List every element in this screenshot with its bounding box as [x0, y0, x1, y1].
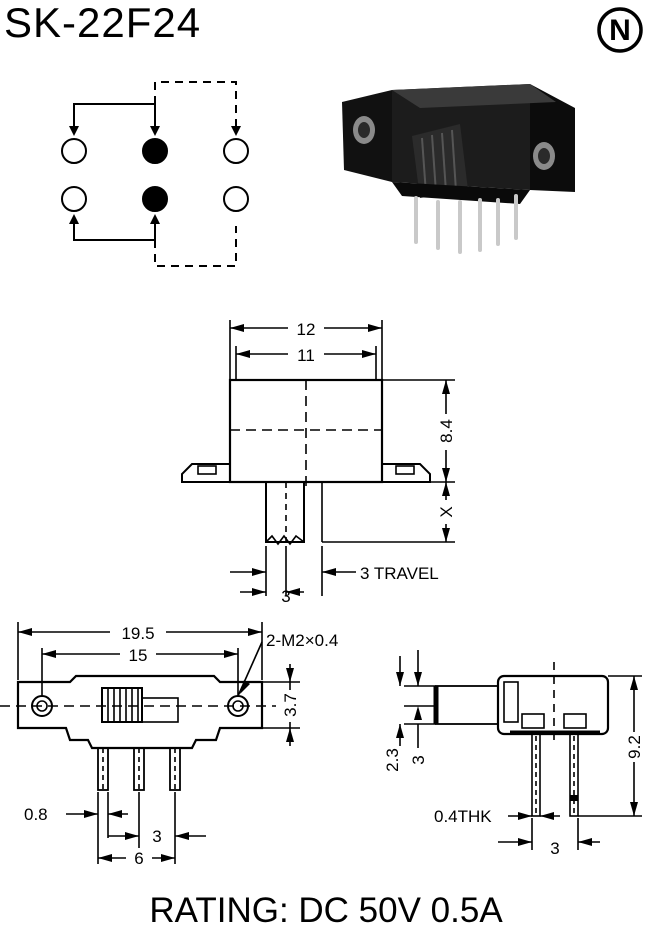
dim-actuator-height: X: [437, 506, 456, 517]
svg-text:N: N: [609, 14, 631, 47]
switch-base: [16, 674, 264, 750]
bottom-view-drawing: 19.5 15 2-M2×0.4 3.7 0.8 3 6: [0, 622, 338, 868]
dim-mount-spacing: 15: [129, 646, 148, 665]
front-view-drawing: 12 11 8.4 X 3 3 TRAVEL: [181, 318, 456, 606]
dim-offset-a: 2.3: [383, 748, 402, 772]
side-view-drawing: 2.3 3 9.2 0.4THK 3: [383, 650, 644, 858]
screw-spec-label: 2-M2×0.4: [266, 631, 338, 650]
bracket-top-solid: [73, 103, 156, 128]
bracket-bottom-dashed: [154, 226, 237, 267]
bracket-top-dashed: [154, 81, 237, 128]
contact-6: [223, 186, 249, 212]
dim-pin-thickness: 0.4THK: [434, 807, 492, 826]
dim-width-inner: 11: [297, 346, 315, 365]
contact-5: [223, 138, 249, 164]
contact-1: [61, 138, 87, 164]
dim-offset-b: 3: [409, 755, 428, 764]
dim-body-height: 3.7: [281, 693, 300, 717]
dim-actuator-width: 3: [281, 587, 290, 606]
dim-body-height: 8.4: [437, 419, 456, 443]
common-contact-bottom: [142, 186, 168, 212]
dim-width-outer: 12: [297, 320, 316, 339]
dim-pin-width: 0.8: [24, 805, 48, 824]
n-circle-logo: N: [597, 7, 643, 53]
dim-overall-length: 19.5: [121, 624, 154, 643]
part-title: SK-22F24: [4, 0, 202, 46]
dim-side-pin-pitch: 3: [550, 839, 559, 858]
side-housing: [496, 674, 610, 736]
rating-label: RATING: DC 50V 0.5A: [149, 891, 503, 930]
dim-total-height: 9.2: [625, 735, 644, 759]
switching-schematic: [61, 81, 249, 267]
dim-pin-pitch: 3: [152, 827, 161, 846]
switch-photo-icon: [342, 84, 575, 254]
actuator: [265, 481, 305, 543]
dim-pin-span: 6: [134, 849, 143, 868]
contact-2: [61, 186, 87, 212]
dim-travel: 3 TRAVEL: [360, 564, 439, 583]
common-contact-top: [142, 138, 168, 164]
bracket-bottom-solid: [73, 222, 156, 241]
